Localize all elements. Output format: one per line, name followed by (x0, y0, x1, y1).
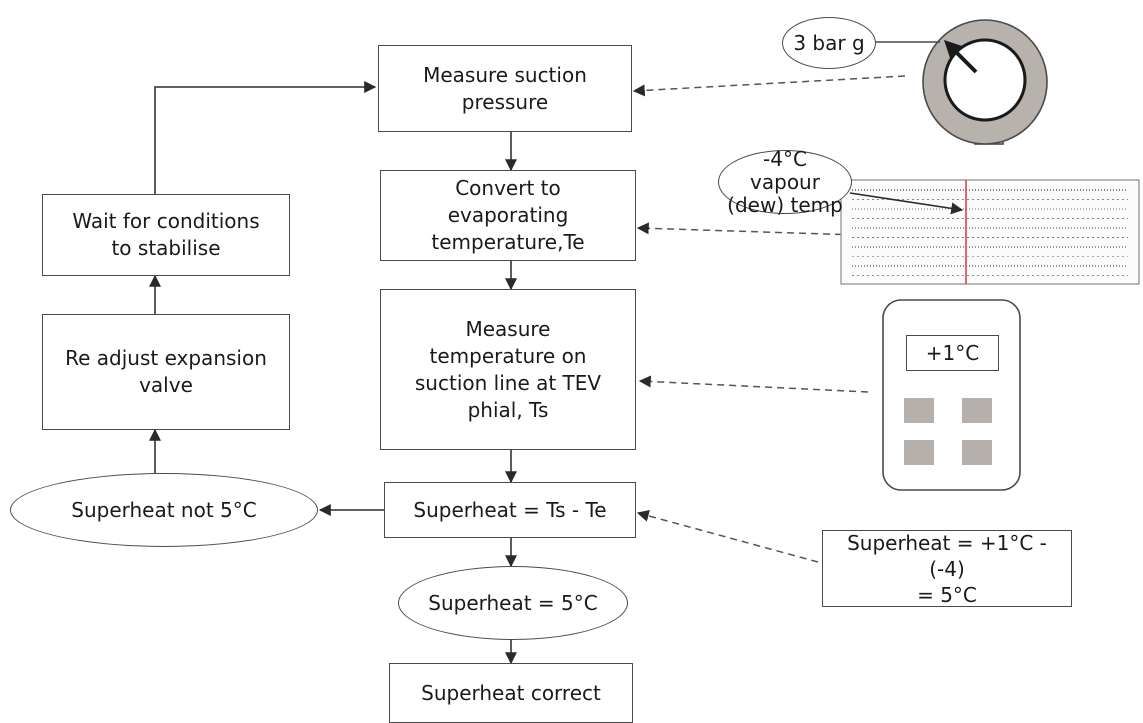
readjust-valve-box: Re adjust expansion valve (42, 314, 290, 430)
gauge-reading-oval: 3 bar g (782, 17, 876, 69)
dew-temp-oval: -4°C vapour (dew) temp (718, 147, 852, 216)
superheat-calculation-box: Superheat = +1°C - (-4) = 5°C (822, 530, 1072, 607)
digital-thermometer-icon (882, 299, 1021, 491)
superheat-correct-box: Superheat correct (389, 663, 633, 723)
pt-chart-scale-lines (852, 189, 1128, 276)
thermometer-key-3 (904, 440, 934, 465)
measure-suction-pressure-box: Measure suction pressure (378, 45, 632, 132)
flow-connectors (149, 81, 517, 665)
measure-temperature-box: Measure temperature on suction line at T… (380, 289, 636, 450)
superheat-formula-box: Superheat = Ts - Te (384, 482, 636, 538)
convert-temperature-box: Convert to evaporating temperature,Te (380, 170, 636, 261)
dew-label-leader (849, 192, 964, 215)
pt-chart-icon (840, 179, 1140, 285)
thermometer-key-4 (962, 440, 992, 465)
pressure-gauge-icon (922, 19, 1048, 145)
arrow-wait-to-pressure (154, 81, 377, 194)
dashed-calc-to-superheat (636, 510, 819, 563)
thermometer-body (882, 299, 1021, 491)
thermometer-display: +1°C (906, 335, 999, 371)
dashed-gauge-to-pressure (632, 75, 906, 97)
superheat-ok-oval: Superheat = 5°C (398, 566, 628, 640)
superheat-not-oval: Superheat not 5°C (10, 473, 318, 547)
gauge-needle-tip (944, 40, 962, 58)
thermometer-key-2 (962, 398, 992, 423)
pt-chart-frame (840, 179, 1140, 285)
dashed-thermometer-to-measure (638, 375, 869, 393)
wait-conditions-box: Wait for conditions to stabilise (42, 194, 290, 276)
thermometer-key-1 (904, 398, 934, 423)
